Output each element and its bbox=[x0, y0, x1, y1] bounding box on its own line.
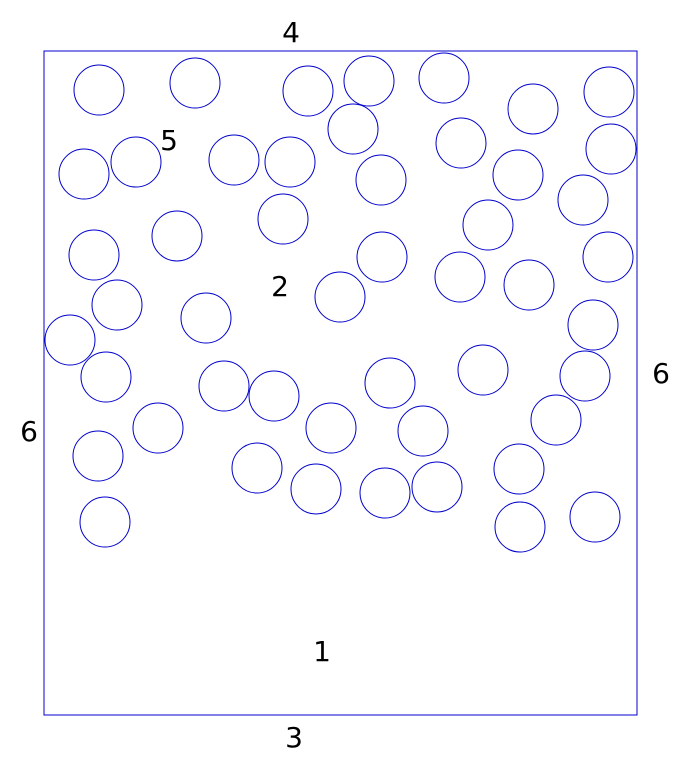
inclusion-circle bbox=[434, 251, 486, 303]
top-boundary-label: 4 bbox=[282, 16, 300, 49]
right-boundary-label: 6 bbox=[652, 357, 670, 390]
inclusion-circle bbox=[567, 299, 619, 351]
inclusion-circle bbox=[110, 136, 162, 188]
inclusion-circle bbox=[503, 259, 555, 311]
inclusion-circle bbox=[492, 149, 544, 201]
inclusion-circle bbox=[356, 231, 408, 283]
inclusion-label-5: 5 bbox=[160, 124, 178, 157]
inclusion-circle bbox=[418, 52, 470, 104]
inclusion-label-2: 2 bbox=[271, 270, 289, 303]
inclusion-circle bbox=[411, 461, 463, 513]
inclusion-circle bbox=[282, 65, 334, 117]
inclusion-circle bbox=[73, 64, 125, 116]
inclusion-circle bbox=[530, 394, 582, 446]
inclusion-circle bbox=[355, 154, 407, 206]
inclusion-circle bbox=[132, 402, 184, 454]
inclusions-group bbox=[44, 52, 637, 553]
inclusion-circle bbox=[198, 360, 250, 412]
inclusion-circle bbox=[327, 103, 379, 155]
inclusion-circle bbox=[457, 344, 509, 396]
inclusion-circle bbox=[151, 210, 203, 262]
bottom-boundary-label: 3 bbox=[285, 721, 303, 754]
inclusion-circle bbox=[507, 83, 559, 135]
inclusion-circle bbox=[582, 231, 634, 283]
inclusion-circle bbox=[58, 148, 110, 200]
domain-boundary bbox=[43, 50, 638, 716]
inclusion-circle bbox=[248, 370, 300, 422]
inclusion-circle bbox=[257, 193, 309, 245]
inclusion-circle bbox=[557, 174, 609, 226]
inclusion-circle bbox=[72, 430, 124, 482]
inclusion-circle bbox=[343, 55, 395, 107]
left-boundary-label: 6 bbox=[20, 415, 38, 448]
inclusion-circle bbox=[569, 491, 621, 543]
domain-label: 1 bbox=[313, 635, 331, 668]
inclusion-circle bbox=[91, 279, 143, 331]
inclusion-circle bbox=[79, 496, 131, 548]
inclusion-circle bbox=[231, 442, 283, 494]
inclusion-circle bbox=[435, 117, 487, 169]
inclusion-circle bbox=[397, 405, 449, 457]
inclusion-circle bbox=[180, 292, 232, 344]
inclusion-circle bbox=[559, 350, 611, 402]
inclusion-circle bbox=[585, 123, 637, 175]
inclusion-circle bbox=[208, 134, 260, 186]
inclusion-circle bbox=[494, 501, 546, 553]
inclusion-circle bbox=[359, 467, 411, 519]
inclusion-circle bbox=[264, 136, 316, 188]
inclusion-circle bbox=[80, 351, 132, 403]
inclusion-circle bbox=[169, 57, 221, 109]
inclusion-circle bbox=[314, 271, 366, 323]
inclusion-circle bbox=[493, 443, 545, 495]
inclusion-circle bbox=[290, 463, 342, 515]
inclusion-circle bbox=[583, 66, 635, 118]
inclusion-circle bbox=[44, 314, 96, 366]
inclusion-circle bbox=[305, 402, 357, 454]
inclusion-circle bbox=[68, 229, 120, 281]
inclusion-circle bbox=[462, 199, 514, 251]
inclusion-circle bbox=[364, 357, 416, 409]
